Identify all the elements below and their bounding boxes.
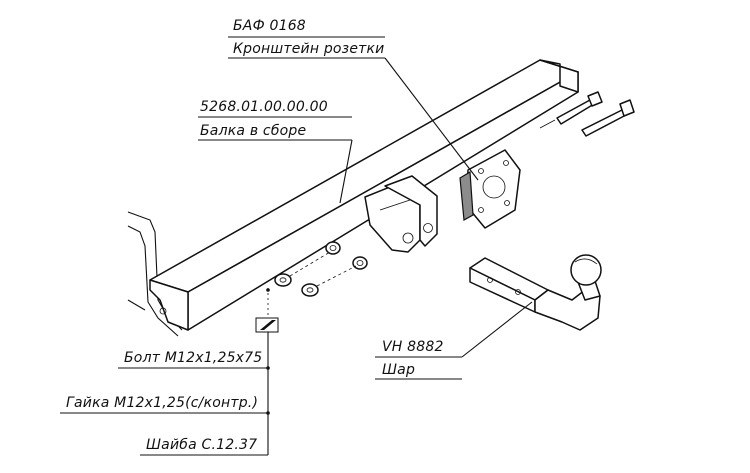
leader-ball	[461, 301, 533, 358]
beam-assembly	[149, 59, 579, 331]
nut-label: Гайка М12х1,25(с/контр.)	[66, 395, 258, 411]
leader-beam	[339, 139, 353, 204]
ball-mount	[469, 254, 602, 331]
leader-bracket	[384, 57, 479, 181]
washer-label: Шайба С.12.37	[146, 437, 257, 453]
ball-code-label: VH 8882	[382, 339, 444, 355]
socket-bracket	[459, 149, 521, 229]
ball-name-label: Шар	[382, 362, 415, 378]
bracket-name-label: Кронштейн розетки	[233, 41, 384, 57]
weld-symbol-mark	[260, 320, 276, 330]
nut-washer-set	[274, 241, 368, 297]
beam-code-label: 5268.01.00.00.00	[200, 99, 328, 115]
bracket-code-label: БАФ 0168	[233, 18, 306, 34]
fastener-point	[266, 288, 270, 292]
junction-dot-nut	[266, 411, 270, 415]
junction-dot-bolt	[266, 366, 270, 370]
bolt-label: Болт М12х1,25х75	[124, 350, 262, 366]
bolt-upper	[539, 91, 603, 129]
beam-name-label: Балка в сборе	[200, 123, 306, 139]
bolt-lower	[581, 99, 635, 137]
